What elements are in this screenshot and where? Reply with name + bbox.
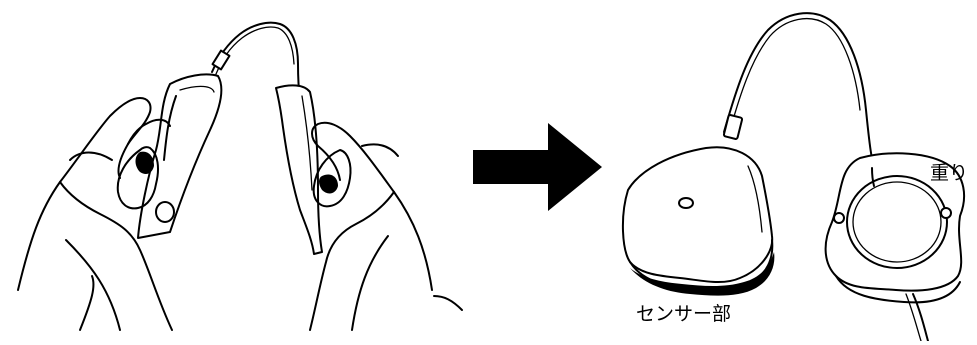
- sensor-label: センサー部: [636, 303, 732, 325]
- hands-peeling-sensor-illustration: [17, 21, 463, 331]
- sensor-unit-illustration: [621, 12, 873, 296]
- right-arrow-icon: [473, 123, 602, 211]
- weight-unit-illustration: [824, 152, 966, 342]
- weight-label: 重り: [930, 162, 969, 184]
